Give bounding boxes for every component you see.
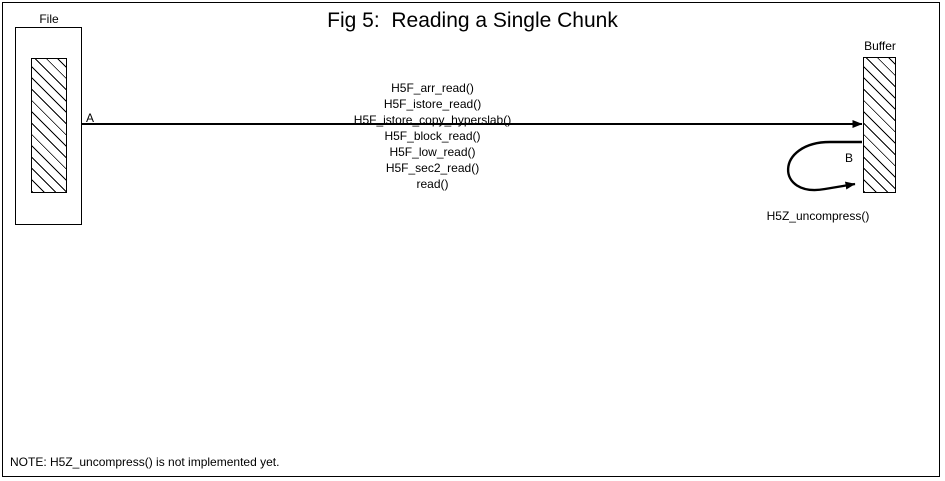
- file-node-label: File: [39, 12, 59, 26]
- page-title: Fig 5: Reading a Single Chunk: [327, 9, 618, 32]
- figure-note: NOTE: H5Z_uncompress() is not implemente…: [10, 455, 280, 469]
- file-chunk-hatched-block: [31, 58, 67, 193]
- buffer-node-label: Buffer: [864, 39, 896, 53]
- call-label-4: H5F_low_read(): [389, 145, 476, 159]
- uncompress-edge-caption: H5Z_uncompress(): [766, 209, 870, 223]
- call-label-0: H5F_arr_read(): [391, 81, 474, 95]
- call-label-1: H5F_istore_read(): [383, 97, 482, 111]
- call-label-5: H5F_sec2_read(): [385, 161, 480, 175]
- read-call-stack-labels: H5F_arr_read() H5F_istore_read() H5F_ist…: [330, 80, 535, 192]
- buffer-node-hatched-block: [863, 57, 896, 193]
- edge-label-b: B: [845, 151, 854, 165]
- call-label-2: H5F_istore_copy_hyperslab(): [353, 113, 512, 127]
- edge-label-a: A: [86, 111, 95, 125]
- call-label-3: H5F_block_read(): [384, 129, 481, 143]
- call-label-6: read(): [416, 177, 449, 191]
